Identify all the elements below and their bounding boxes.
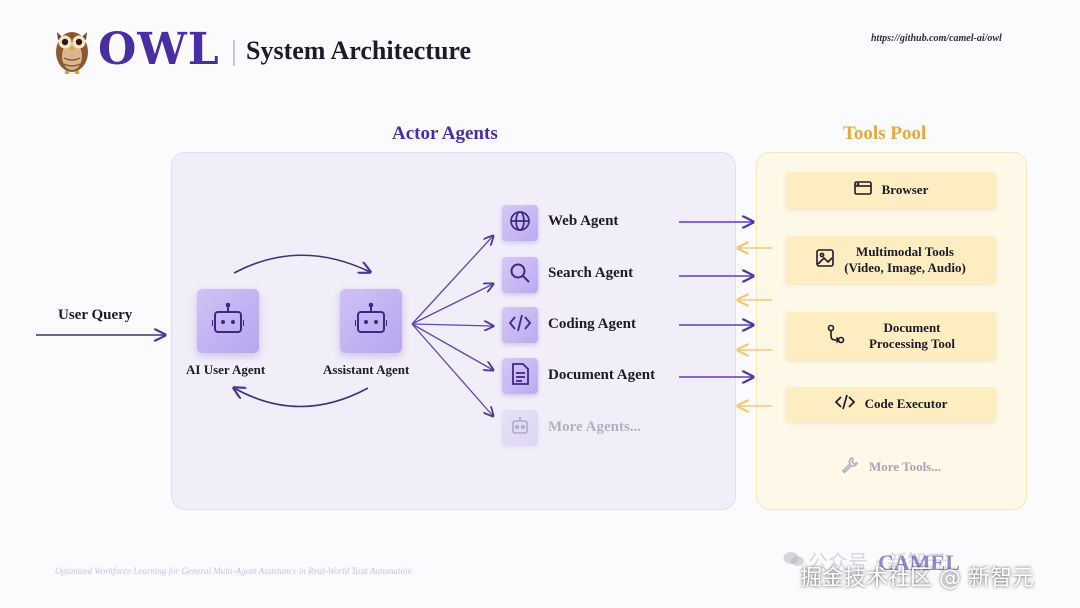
fanout-arrow-search bbox=[411, 284, 493, 325]
web-agent-icon-box bbox=[502, 205, 538, 241]
coding-agent-icon-box bbox=[502, 307, 538, 343]
web-agent-label: Web Agent bbox=[548, 213, 619, 229]
assistant-to-ai-arrow bbox=[234, 388, 369, 408]
ai-to-assistant-arrow bbox=[233, 254, 370, 273]
actor-agents-panel bbox=[171, 152, 736, 510]
owl-logo-icon bbox=[52, 22, 92, 74]
page-title: System Architecture bbox=[246, 36, 472, 65]
camel-logo: CAMEL bbox=[878, 550, 960, 575]
fanout-arrow-more bbox=[411, 323, 493, 416]
tool-browser: Browser bbox=[786, 172, 996, 208]
tools-pool-title: Tools Pool bbox=[843, 123, 927, 144]
globe-icon bbox=[509, 210, 531, 236]
browser-window-icon bbox=[853, 180, 872, 200]
search-agent-icon-box bbox=[502, 257, 538, 293]
repo-link[interactable]: https://github.com/camel-ai/owl bbox=[871, 33, 1002, 44]
search-agent-label: Search Agent bbox=[548, 265, 634, 281]
document-agent-icon-box bbox=[502, 358, 538, 394]
image-icon bbox=[816, 248, 835, 271]
fanout-arrow-web bbox=[411, 236, 493, 325]
actor-agents-title: Actor Agents bbox=[392, 123, 498, 144]
tool-document-processing: Document Processing Tool bbox=[786, 312, 996, 359]
logo-text: OWL bbox=[98, 24, 220, 75]
tool-multimodal: Multimodal Tools (Video, Image, Audio) bbox=[786, 236, 996, 283]
user-query-label: User Query bbox=[58, 307, 133, 323]
code-icon bbox=[834, 394, 855, 414]
assistant-agent-label: Assistant Agent bbox=[323, 362, 410, 377]
watermark: 掘金技术社区 @ 新智元 bbox=[800, 566, 1034, 591]
coding-agent-label: Coding Agent bbox=[548, 316, 636, 332]
tool-code-executor: Code Executor bbox=[786, 387, 996, 421]
header-divider bbox=[233, 40, 235, 66]
workflow-icon bbox=[827, 324, 845, 348]
wrench-icon bbox=[841, 456, 859, 478]
tool-document-processing-label: Document Processing Tool bbox=[868, 319, 956, 351]
code-icon bbox=[508, 313, 532, 337]
document-icon bbox=[510, 362, 530, 390]
assistant-agent-node bbox=[340, 289, 402, 353]
robot-icon bbox=[211, 302, 245, 340]
robot-icon bbox=[354, 302, 388, 340]
document-agent-label: Document Agent bbox=[548, 367, 656, 383]
tool-code-executor-label: Code Executor bbox=[864, 396, 948, 411]
tool-browser-label: Browser bbox=[881, 182, 929, 197]
fanout-arrow-document bbox=[411, 323, 493, 370]
tool-more: More Tools... bbox=[786, 452, 996, 482]
watermark-faint: 公众号 · 新智元 bbox=[808, 550, 948, 574]
wechat-icon bbox=[783, 550, 805, 572]
ai-user-agent-label: AI User Agent bbox=[186, 362, 266, 377]
footer-caption: Optimized Workforce Learning for General… bbox=[55, 566, 412, 576]
search-icon bbox=[509, 262, 531, 288]
robot-icon bbox=[510, 415, 530, 441]
tool-multimodal-label: Multimodal Tools (Video, Image, Audio) bbox=[844, 243, 966, 275]
tool-more-label: More Tools... bbox=[869, 459, 941, 474]
more-agents-icon-box bbox=[502, 410, 538, 446]
ai-user-agent-node bbox=[197, 289, 259, 353]
more-agents-label: More Agents... bbox=[548, 419, 642, 435]
fanout-arrow-coding bbox=[411, 324, 493, 326]
